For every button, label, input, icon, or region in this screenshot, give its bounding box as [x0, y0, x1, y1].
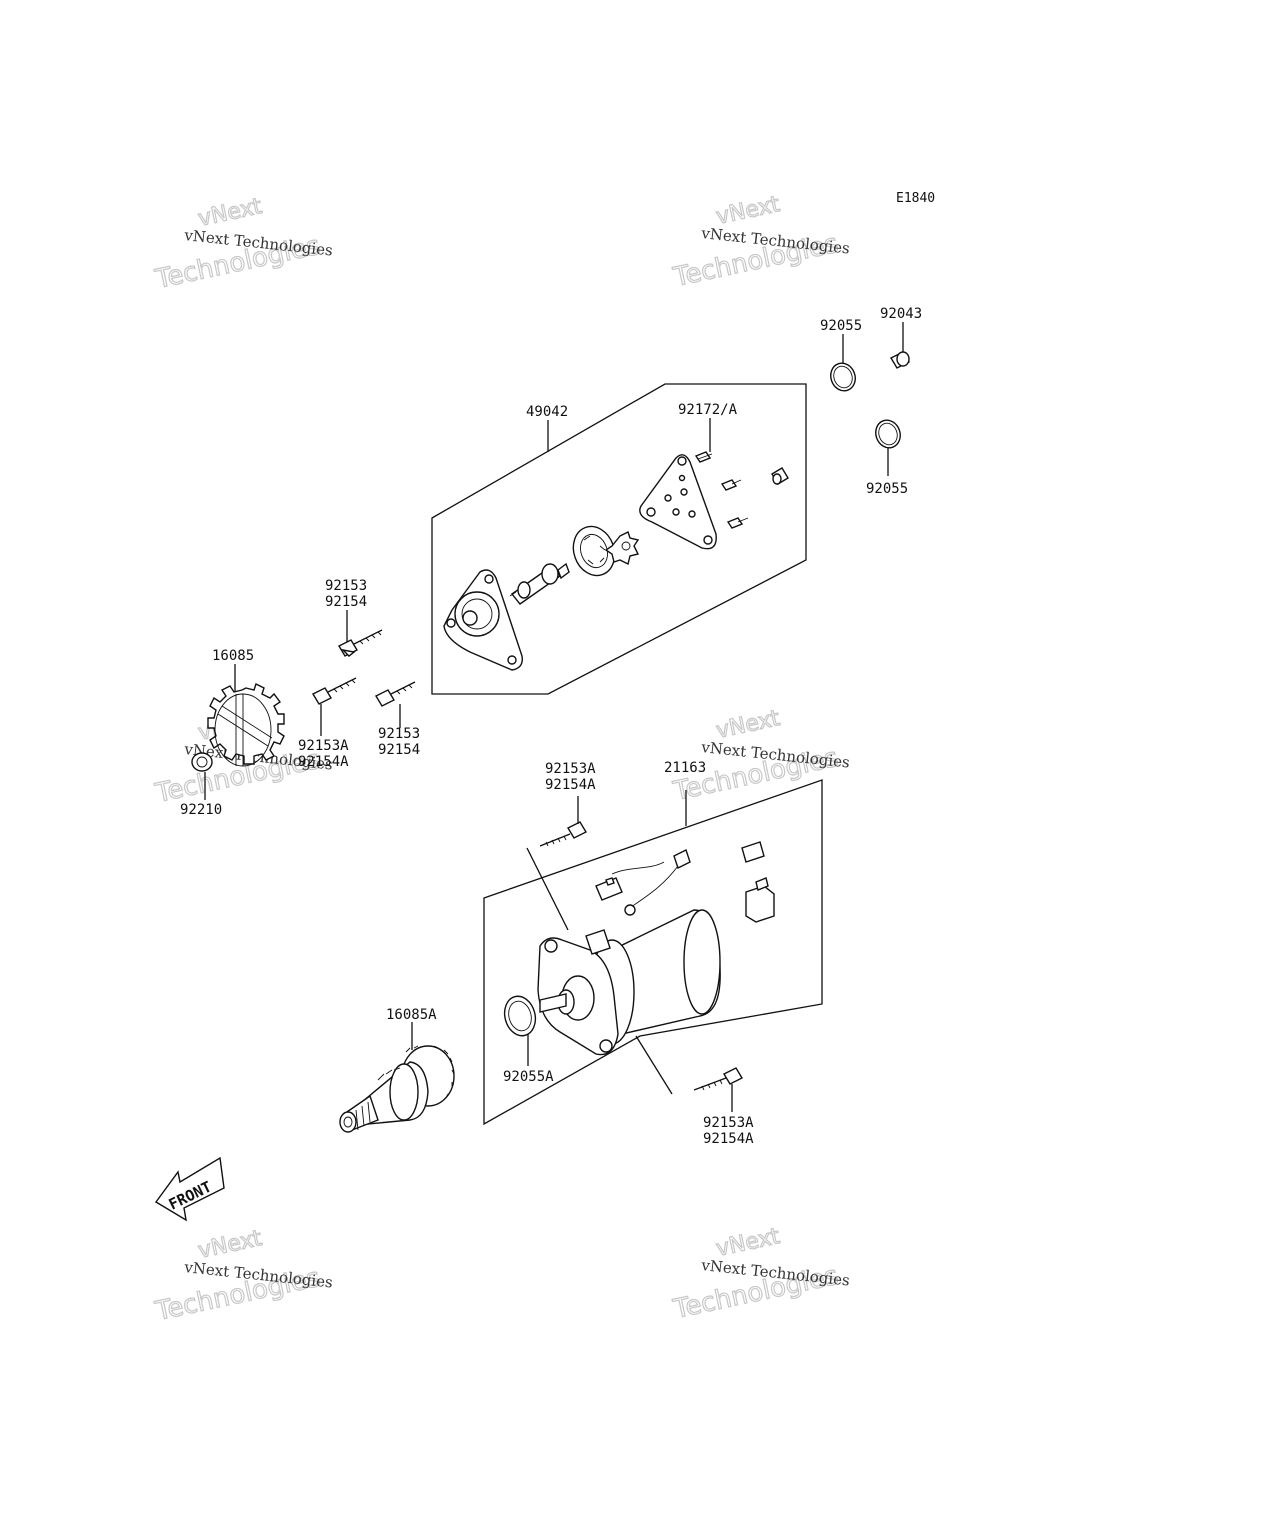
starter-motor: [537, 909, 721, 1056]
label-92172A: 92172/A: [678, 402, 738, 418]
star-gear: [604, 531, 640, 566]
front-direction-arrow: FRONT: [154, 1156, 225, 1222]
label-92210: 92210: [180, 802, 222, 818]
mounting-bracket: [639, 454, 717, 550]
label-49042: 49042: [526, 404, 568, 420]
diagram-code: E1840: [896, 191, 935, 206]
bolt-92153-right: [375, 681, 416, 707]
starter-cover-plate: [443, 569, 523, 671]
label-92154A-motor-bottom: 92154A: [703, 1131, 754, 1147]
assembly-box-21163: [483, 779, 823, 1126]
screw-92172-b: [720, 479, 742, 491]
bolt-92153-top: [338, 629, 383, 657]
label-16085A: 16085A: [386, 1007, 437, 1023]
svg-text:vNext: vNext: [196, 1226, 264, 1264]
drive-shaft: [509, 562, 570, 605]
wiring-harness: [595, 836, 807, 923]
label-16085: 16085: [212, 648, 254, 664]
svg-text:vNext: vNext: [714, 706, 782, 744]
cap-92043: [890, 351, 910, 369]
label-92154-top: 92154: [325, 594, 367, 610]
watermark-bottom-left: vNext Technologies vNext Technologies: [152, 1225, 334, 1327]
label-92055-mid: 92055: [866, 481, 908, 497]
svg-text:vNext: vNext: [714, 1224, 782, 1262]
screw-92172-a: [694, 451, 713, 463]
label-92154-right: 92154: [378, 742, 420, 758]
label-92153-top: 92153: [325, 578, 367, 594]
label-92153A-motor-bottom: 92153A: [703, 1115, 754, 1131]
leader-bolt-to-motor-bottom: [635, 1035, 673, 1095]
assembly-box-49042: [431, 383, 807, 695]
leader-bolt-to-motor-top: [526, 847, 569, 931]
screw-92172-c: [726, 517, 749, 529]
nut-92210: [191, 752, 213, 772]
bolt-92153A-motor-bottom: [693, 1067, 743, 1091]
label-92043: 92043: [880, 306, 922, 322]
label-92055A: 92055A: [503, 1069, 554, 1085]
oring-92055-top: [830, 362, 856, 392]
svg-text:vNext: vNext: [714, 192, 782, 230]
starter-clutch-gear-16085A: [339, 1045, 455, 1133]
watermark-top-right: vNext Technologies vNext Technologies: [670, 191, 851, 293]
pin-cap: [771, 467, 789, 485]
bolt-92153A-motor-top: [539, 821, 587, 847]
watermark-bottom-right: vNext Technologies vNext Technologies: [670, 1223, 851, 1325]
oring-92055-mid: [875, 419, 901, 449]
label-92153-right: 92153: [378, 726, 420, 742]
oring-92055A: [503, 995, 537, 1037]
label-21163: 21163: [664, 760, 706, 776]
watermark-top-left: vNext Technologies vNext Technologies: [152, 193, 334, 295]
bolt-92153A-left: [312, 677, 357, 705]
svg-text:vNext: vNext: [196, 194, 264, 232]
watermark-mid-right: vNext Technologies vNext Technologies: [670, 705, 851, 807]
label-92153A-left: 92153A: [298, 738, 349, 754]
label-92055-top: 92055: [820, 318, 862, 334]
label-92153A-motor-top: 92153A: [545, 761, 596, 777]
sprocket-16085: [207, 683, 285, 767]
label-92154A-left: 92154A: [298, 754, 349, 770]
label-92154A-motor-top: 92154A: [545, 777, 596, 793]
